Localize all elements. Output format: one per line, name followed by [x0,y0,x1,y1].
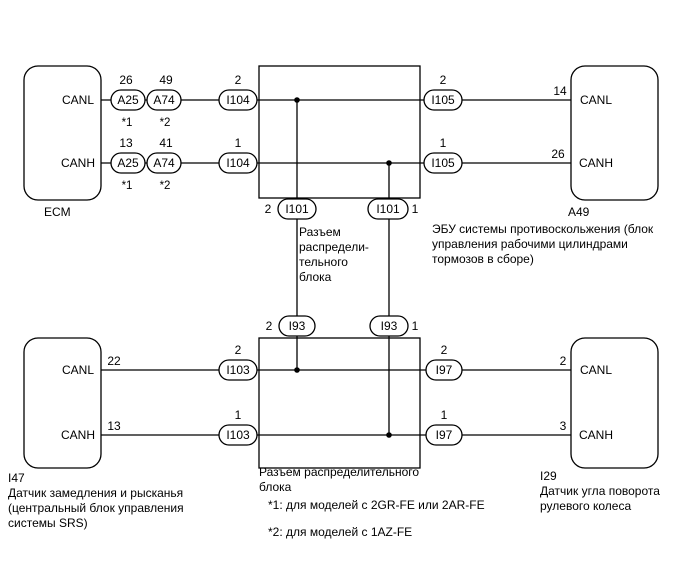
pin-number: 2 [441,343,448,357]
pin-number: 26 [119,73,133,87]
pin-number: 1 [235,136,242,150]
junction-bottom-desc-line1: Разъем распределительного [259,465,419,479]
footnote-1: *1: для моделей с 2GR-FE или 2AR-FE [268,498,485,512]
pin-number: 2 [235,73,242,87]
connector-i104-canl [218,89,258,111]
note-marker: *2 [160,180,171,192]
junction-top-desc-line3: тельного [299,255,348,269]
pin-number: 2 [440,73,447,87]
splice-dot [386,432,392,438]
connector-i105-canl [423,89,463,111]
pin-number: 3 [560,419,567,433]
connector-label: I93 [289,319,306,333]
pin-number: 14 [553,84,567,98]
pin-number: 49 [159,73,173,87]
connector-i103-canh [218,424,258,446]
pin-number: 1 [440,136,447,150]
yaw-sensor-desc-line2: (центральный блок управления [8,501,184,515]
connector-a74-canh [146,152,182,174]
connector-label: I104 [226,93,250,107]
ecm-label: ECM [44,205,71,219]
junction-bottom-desc-line2: блока [259,480,292,494]
junction-block-bottom [258,337,421,469]
abs-ecu-desc-line1: ЭБУ системы противоскольжения (блок [432,222,654,236]
connector-i101-left [277,198,317,220]
pin-number: 41 [159,136,173,150]
note-marker: *1 [122,117,133,129]
pin-number: 2 [265,202,272,216]
junction-top-desc-line2: распредели- [299,240,369,254]
pin-number: 26 [551,147,565,161]
abs-ecu-box [570,65,659,201]
yaw-sensor-code: I47 [8,471,25,485]
steering-sensor-desc-line2: рулевого колеса [540,499,631,513]
connector-label: I93 [381,319,398,333]
connector-i101-right [367,198,409,220]
pin-name: CANL [62,93,94,107]
junction-top-desc-line4: блока [299,270,332,284]
yaw-sensor-box [23,337,102,469]
connector-a25-canl [110,89,146,111]
pin-name: CANH [61,428,95,442]
splice-dot [294,367,300,373]
abs-ecu-desc-line3: тормозов в сборе) [432,252,534,266]
connector-i103-canl [218,359,258,381]
connector-label: I97 [436,428,453,442]
connector-label: A74 [153,156,175,170]
connector-label: A74 [153,93,175,107]
pin-number: 13 [107,419,121,433]
note-marker: *2 [160,117,171,129]
connector-a25-canh [110,152,146,174]
splice-dot [294,97,300,103]
note-marker: *1 [122,180,133,192]
pin-name: CANL [580,363,612,377]
pin-name: CANH [579,156,613,170]
connector-a74-canl [146,89,182,111]
abs-ecu-desc-line2: управления рабочими цилиндрами [432,237,628,251]
splice-dot [386,160,392,166]
connector-i93-left [278,315,316,337]
junction-block-top [258,65,421,199]
ecm-box [23,65,102,201]
connector-i105-canh [423,152,463,174]
pin-number: 22 [107,354,121,368]
pin-number: 1 [412,319,419,333]
connector-i104-canh [218,152,258,174]
steering-sensor-desc-line1: Датчик угла поворота [540,484,660,498]
yaw-sensor-desc-line1: Датчик замедления и рысканья [8,486,183,500]
connector-label: I101 [285,202,309,216]
pin-name: CANL [62,363,94,377]
abs-ecu-code: A49 [568,205,590,219]
steering-sensor-code: I29 [540,469,557,483]
connector-label: I105 [431,156,455,170]
pin-name: CANL [580,93,612,107]
connector-label: I101 [376,202,400,216]
connector-label: I103 [226,428,250,442]
pin-number: 1 [235,408,242,422]
pin-number: 2 [560,354,567,368]
pin-number: 2 [235,343,242,357]
pin-name: CANH [579,428,613,442]
connector-label: I103 [226,363,250,377]
connector-label: I97 [436,363,453,377]
pin-number: 2 [266,319,273,333]
pin-number: 13 [119,136,133,150]
footnote-2: *2: для моделей с 1AZ-FE [268,525,412,539]
connector-label: A25 [117,93,139,107]
steering-sensor-box [570,337,659,469]
yaw-sensor-desc-line3: системы SRS) [8,516,88,530]
pin-number: 1 [441,408,448,422]
junction-top-desc-line1: Разъем [299,225,341,239]
pin-number: 1 [412,202,419,216]
connector-label: I105 [431,93,455,107]
connector-label: A25 [117,156,139,170]
connector-label: I104 [226,156,250,170]
pin-name: CANH [61,156,95,170]
connector-i97-canl [425,359,463,381]
connector-i93-right [369,315,409,337]
connector-i97-canh [425,424,463,446]
